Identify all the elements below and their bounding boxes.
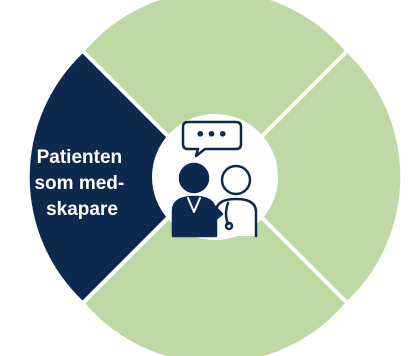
patient-filled-icon	[171, 162, 224, 238]
wheel-ring	[29, 0, 401, 356]
patient-and-clinician-conversation-icon: •••	[171, 120, 258, 238]
segment-top[interactable]	[83, 0, 347, 145]
segment-right[interactable]	[253, 52, 401, 302]
label-line-2: som med-	[34, 173, 124, 194]
clinician-outline-icon	[214, 164, 258, 238]
segment-left-highlighted[interactable]	[29, 52, 177, 302]
label-line-1: Patienten	[37, 147, 123, 168]
speech-bubble-icon: •••	[181, 120, 243, 158]
segment-left-label: Patienten som med- skapare	[34, 147, 129, 220]
segment-bottom[interactable]	[83, 209, 347, 356]
speech-bubble-dots: •••	[195, 125, 229, 144]
label-line-3: skapare	[46, 199, 118, 220]
segment-dividers	[82, 50, 348, 304]
